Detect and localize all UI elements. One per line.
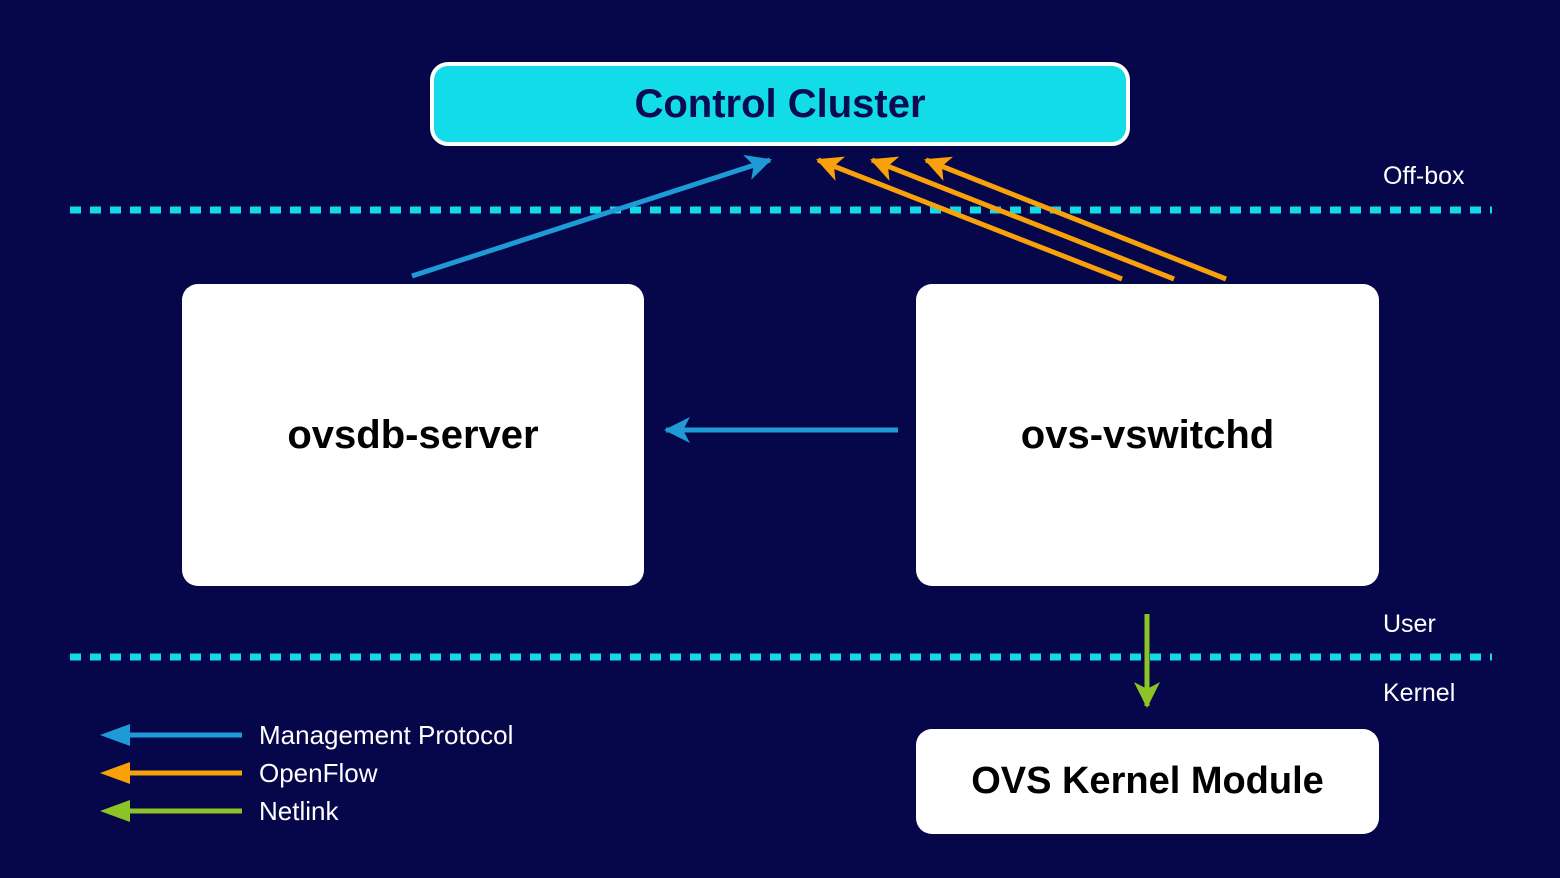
legend-arrow-openflow-icon <box>100 762 242 784</box>
legend-item-management-protocol: Management Protocol <box>90 720 514 750</box>
edge-ovsdb-server-to-control-cluster <box>411 155 772 279</box>
edge-ovs-vswitchd-to-control-cluster-3 <box>924 156 1227 282</box>
legend-arrow-management-protocol-icon <box>100 724 242 746</box>
zone-label-off-box: Off-box <box>1383 162 1465 190</box>
node-ovs-kernel-module-label: OVS Kernel Module <box>971 760 1324 802</box>
node-ovs-vswitchd[interactable]: ovs-vswitchd <box>916 284 1379 586</box>
zone-label-kernel: Kernel <box>1383 679 1456 707</box>
node-ovsdb-server-label: ovsdb-server <box>287 412 539 457</box>
node-control-cluster-label: Control Cluster <box>634 81 926 126</box>
legend: Management Protocol OpenFlow Netlink <box>90 720 514 826</box>
node-ovs-vswitchd-label: ovs-vswitchd <box>1020 412 1275 457</box>
legend-arrow-netlink-icon <box>100 800 242 822</box>
node-ovsdb-server[interactable]: ovsdb-server <box>182 284 644 586</box>
legend-item-netlink: Netlink <box>90 796 513 826</box>
legend-label-netlink: Netlink <box>259 796 339 826</box>
legend-label-management-protocol: Management Protocol <box>259 720 514 750</box>
node-control-cluster[interactable]: Control Cluster <box>430 62 1130 146</box>
zone-label-user: User <box>1383 610 1436 638</box>
legend-label-openflow: OpenFlow <box>259 758 378 788</box>
node-ovs-kernel-module[interactable]: OVS Kernel Module <box>916 729 1379 834</box>
edge-ovs-vswitchd-to-control-cluster-2 <box>870 156 1175 282</box>
legend-item-openflow: OpenFlow <box>90 758 513 788</box>
edge-ovs-vswitchd-to-control-cluster-1 <box>816 156 1123 282</box>
